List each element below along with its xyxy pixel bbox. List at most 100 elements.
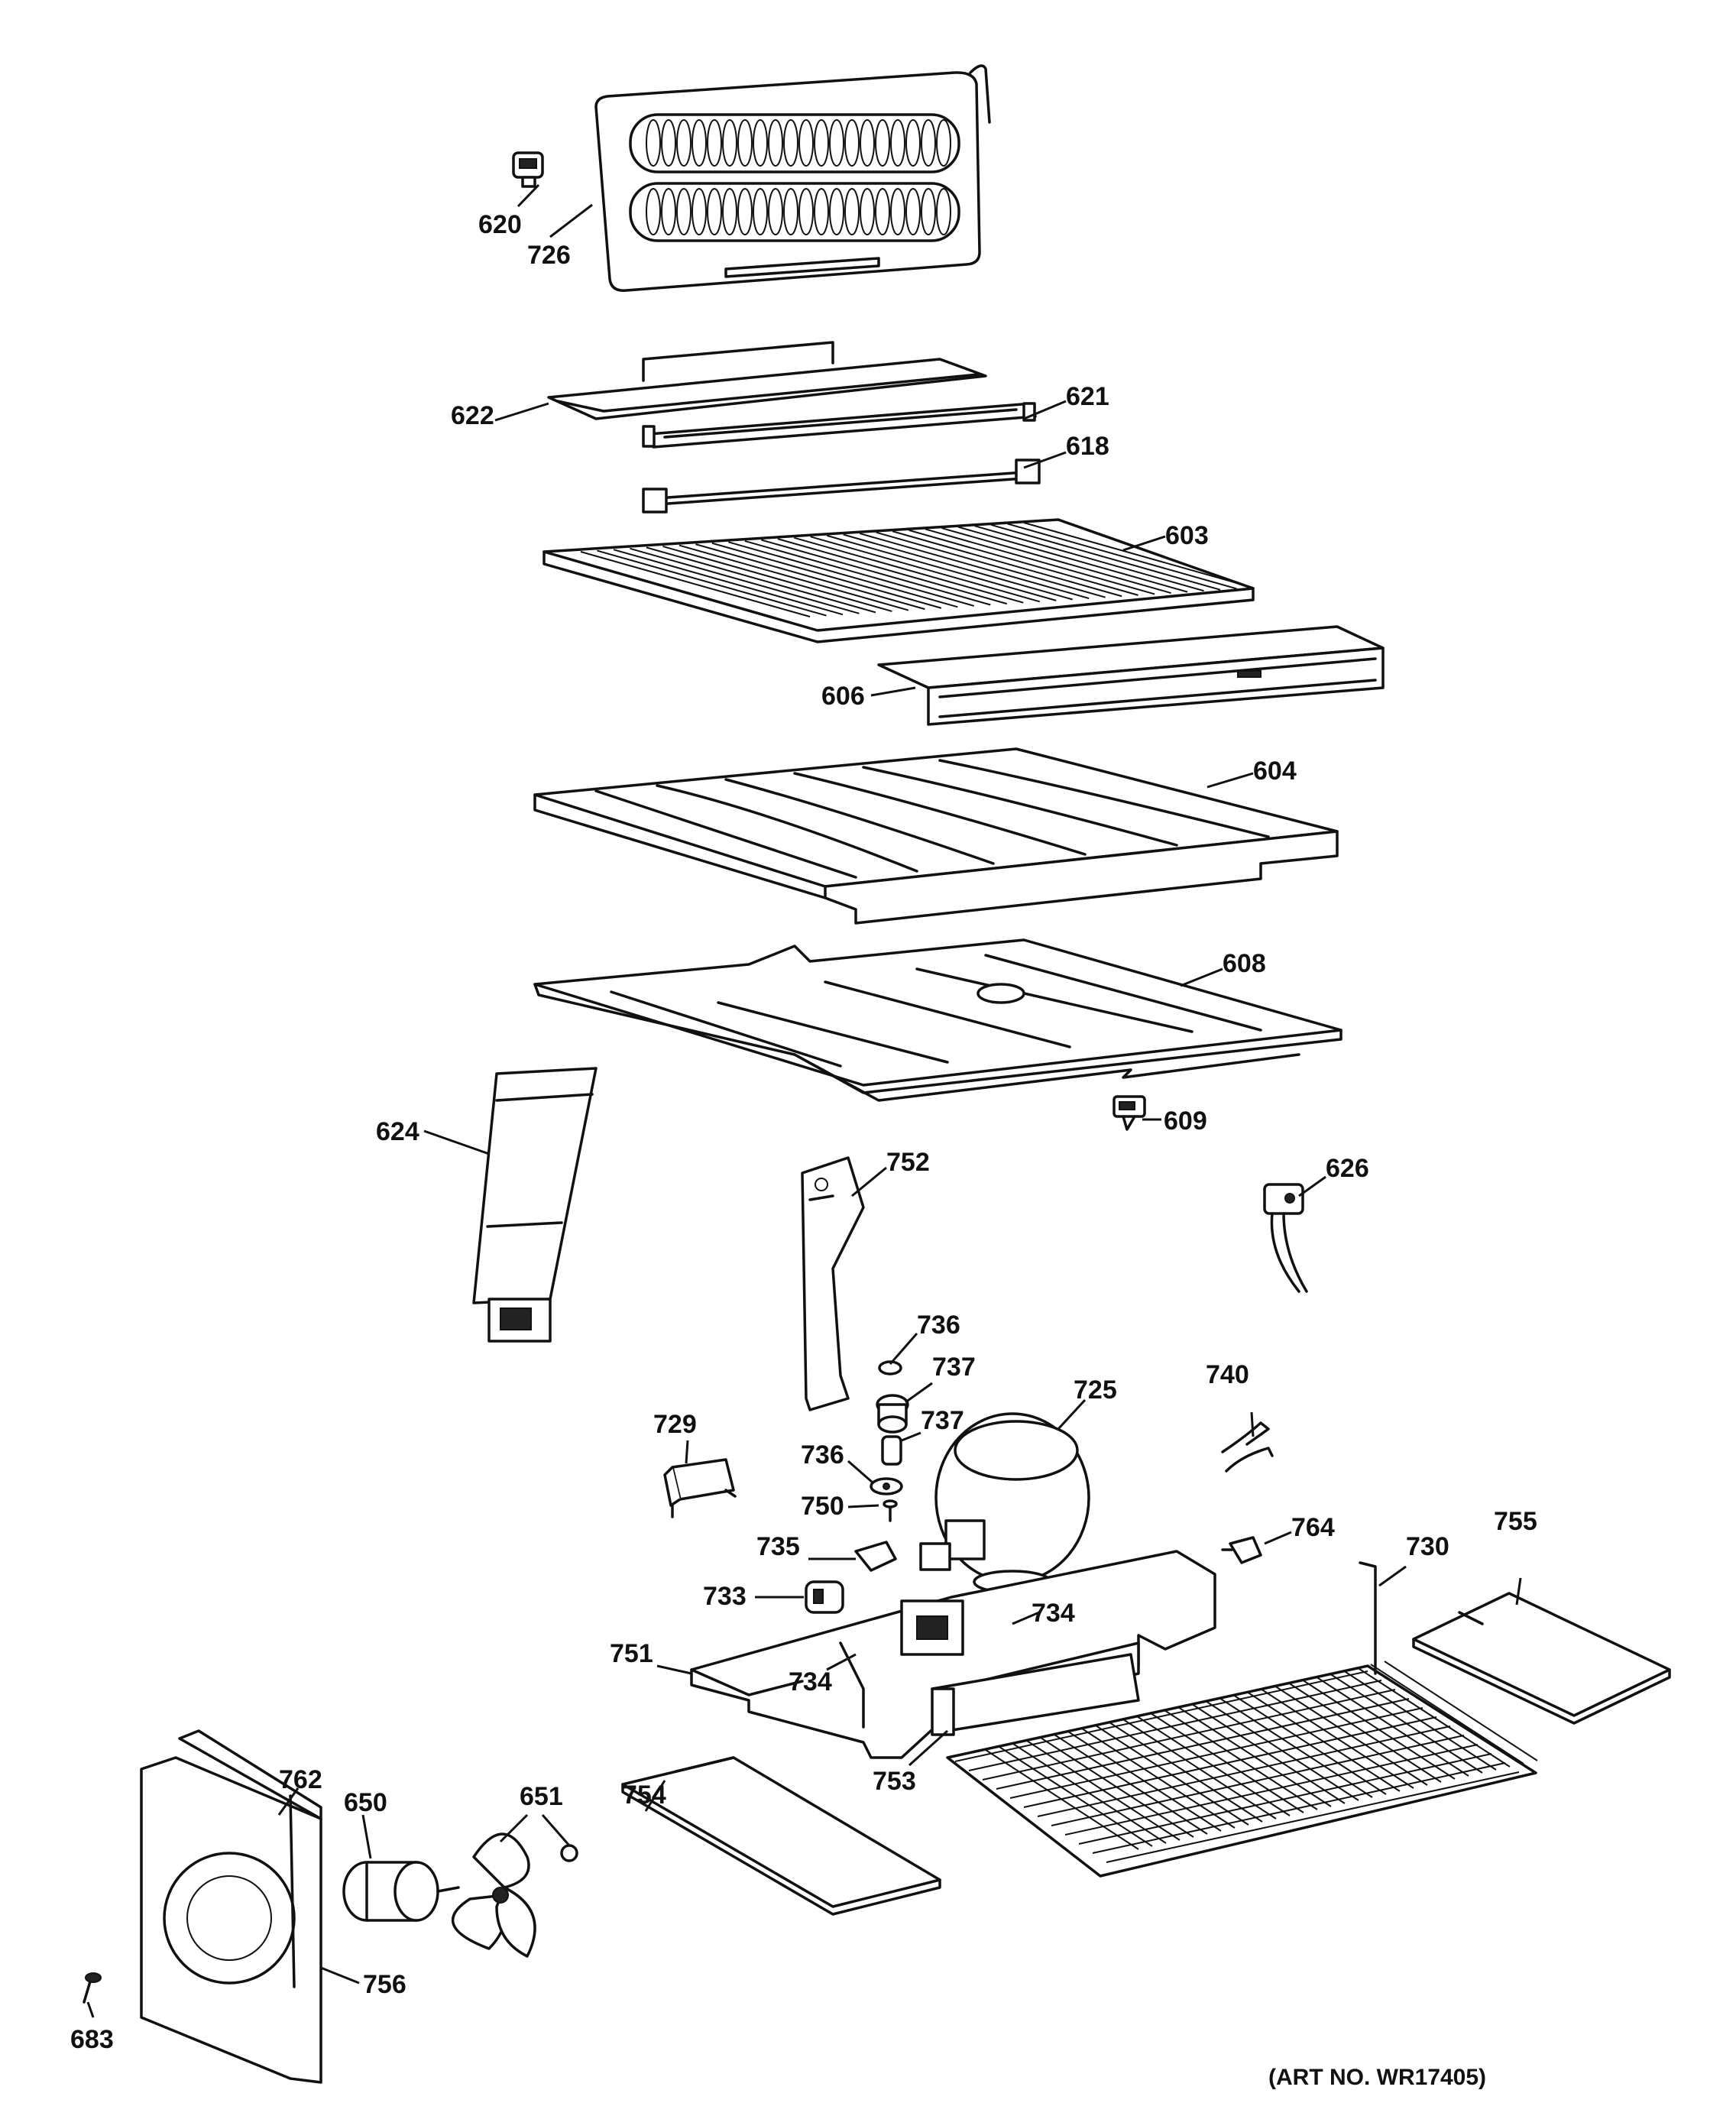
condenser-wire [1205, 1700, 1359, 1801]
condenser-wire [1274, 1685, 1428, 1786]
shelf-rib [744, 540, 975, 607]
shelf-rib [728, 541, 958, 608]
label-740: 740 [1206, 1360, 1249, 1389]
fan-motor-650 [342, 1861, 460, 1922]
condenser-tube [1092, 1762, 1506, 1854]
cord-626 [1263, 1183, 1308, 1293]
label-753: 753 [873, 1767, 916, 1796]
label-683: 683 [70, 2025, 114, 2054]
leader-lines [86, 183, 1522, 2018]
coil-fin [722, 119, 737, 167]
label-737-bottom: 737 [921, 1406, 964, 1435]
shelf-rib [597, 549, 827, 617]
coil-fin [814, 119, 829, 167]
condenser-tube [982, 1689, 1396, 1781]
condenser-tube [1023, 1716, 1437, 1808]
label-603: 603 [1165, 521, 1209, 550]
coil-fin [860, 188, 875, 235]
condenser-wire [1040, 1737, 1194, 1838]
bracket-621 [642, 402, 1037, 449]
coil-fin [646, 119, 661, 167]
coil-fin [921, 119, 936, 167]
gasket-762 [178, 1729, 322, 1988]
label-735: 735 [756, 1532, 800, 1561]
coil-fin [905, 119, 921, 167]
evaporator-726 [594, 64, 991, 292]
condenser-wire [1232, 1694, 1387, 1795]
coil-fin [768, 119, 783, 167]
shelf-rib [777, 538, 1008, 605]
condenser-tube [996, 1698, 1410, 1790]
shelf-rib [826, 534, 1057, 601]
coil-fin [661, 119, 676, 167]
label-736-top: 736 [917, 1311, 960, 1340]
condenser-wire [1164, 1709, 1318, 1810]
coil-fin [844, 188, 860, 235]
pad-754 [621, 1756, 941, 1916]
condenser-730 [946, 1561, 1538, 1878]
coil-fin [783, 188, 798, 235]
label-734-left: 734 [789, 1667, 832, 1696]
condenser-wire [1246, 1691, 1401, 1792]
coil-fin [783, 119, 798, 167]
condenser-wire [1370, 1664, 1524, 1764]
coil-fin [646, 188, 661, 235]
label-618: 618 [1066, 432, 1109, 461]
label-733: 733 [703, 1582, 747, 1611]
condenser-wire [1315, 1676, 1469, 1777]
condenser-wire [1095, 1725, 1249, 1826]
shroud-756 [140, 1756, 322, 2084]
shelf-rib [1023, 522, 1254, 588]
condenser-wire [1109, 1722, 1263, 1823]
coil-fin [798, 188, 814, 235]
condenser-wire [1384, 1661, 1538, 1761]
shelf-rib [580, 551, 811, 617]
coil-fin [905, 188, 921, 235]
coil-fin [860, 119, 875, 167]
label-604: 604 [1253, 757, 1297, 786]
part-labels: 620 726 622 621 618 603 606 604 608 609 … [70, 210, 1537, 2090]
coil-fin [829, 119, 844, 167]
coil-fin [737, 119, 753, 167]
coil-fin [722, 188, 737, 235]
shelf-rib [810, 536, 1041, 603]
condenser-wire [1150, 1713, 1304, 1813]
cover-622 [547, 341, 987, 420]
label-756: 756 [363, 1970, 406, 1999]
coil-fin [707, 188, 722, 235]
bracket-752 [801, 1156, 865, 1411]
coil-fin [691, 188, 707, 235]
clip-740 [1221, 1421, 1274, 1473]
control-620 [512, 151, 544, 188]
label-725: 725 [1074, 1376, 1117, 1405]
condenser-tube [1106, 1771, 1520, 1863]
coil-fin [753, 188, 768, 235]
coil-fin [844, 119, 860, 167]
switch-609 [1113, 1095, 1146, 1131]
coil-fin [661, 188, 676, 235]
shelf-rib [908, 529, 1138, 596]
condenser-wire [999, 1746, 1153, 1847]
shelf-rib [892, 530, 1122, 598]
coil-fin [936, 119, 951, 167]
condenser-wire [1177, 1706, 1332, 1807]
pan-606 [877, 625, 1385, 726]
condenser-wire [1301, 1679, 1456, 1780]
label-751: 751 [610, 1639, 653, 1668]
coil-fin [875, 119, 890, 167]
condenser-wire [1356, 1667, 1511, 1768]
label-621: 621 [1066, 382, 1109, 411]
label-764: 764 [1291, 1513, 1335, 1542]
label-730: 730 [1406, 1532, 1449, 1561]
panel-624 [472, 1067, 598, 1343]
condenser-tube [1078, 1753, 1492, 1845]
condenser-tube [1037, 1725, 1451, 1817]
condenser-wire [1054, 1734, 1208, 1835]
coil-fin [798, 119, 814, 167]
shelf-rib [941, 527, 1171, 594]
label-726: 726 [527, 241, 571, 270]
shelf-rib [679, 544, 909, 611]
cover-608 [533, 938, 1342, 1102]
shelf-603 [542, 518, 1255, 643]
label-620: 620 [478, 210, 522, 239]
